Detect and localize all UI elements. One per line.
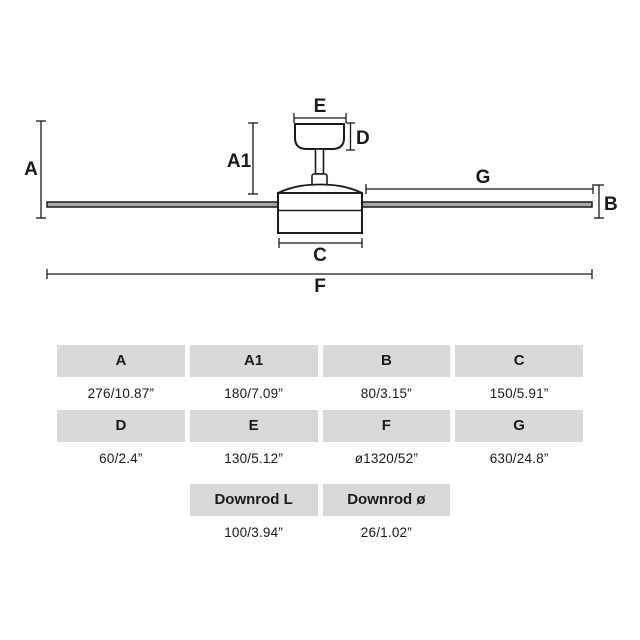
empty-cell	[455, 516, 583, 549]
header-cell-C: C	[455, 345, 583, 377]
dim-label-B: B	[604, 194, 618, 215]
value-cell-downrod-l: 100/3.94”	[189, 516, 318, 549]
dim-label-A1: A1	[227, 151, 252, 172]
header-cell-G: G	[455, 410, 583, 442]
value-cell-A: 276/10.87”	[57, 377, 185, 410]
table-value-row-1: 276/10.87” 180/7.09” 80/3.15” 150/5.91”	[57, 377, 583, 410]
dim-label-D: D	[356, 128, 370, 149]
dim-line-C	[278, 238, 363, 248]
header-cell-downrod-dia: Downrod ø	[322, 484, 451, 516]
downrod-header-row: Downrod L Downrod ø	[57, 484, 583, 516]
value-cell-downrod-dia: 26/1.02”	[322, 516, 451, 549]
empty-cell	[57, 484, 185, 516]
value-cell-A1: 180/7.09”	[189, 377, 318, 410]
header-cell-B: B	[322, 345, 451, 377]
dim-line-A1	[248, 122, 258, 195]
dim-line-D	[346, 122, 355, 151]
value-cell-F: ø1320/52”	[322, 442, 451, 475]
empty-cell	[455, 484, 583, 516]
dim-label-E: E	[314, 96, 327, 117]
dim-label-F: F	[314, 276, 326, 297]
table-header-row-1: A A1 B C	[57, 345, 583, 377]
header-cell-A: A	[57, 345, 185, 377]
value-cell-E: 130/5.12”	[189, 442, 318, 475]
dim-line-A	[36, 120, 46, 219]
downrod-value-row: 100/3.94” 26/1.02”	[57, 516, 583, 549]
empty-cell	[57, 516, 185, 549]
header-cell-downrod-l: Downrod L	[189, 484, 318, 516]
dim-line-F	[46, 269, 593, 279]
dim-line-E	[293, 113, 347, 123]
value-cell-B: 80/3.15”	[322, 377, 451, 410]
fan-blade-right	[361, 201, 593, 208]
fan-diagram-svg: A A1 E D G	[24, 96, 618, 297]
value-cell-C: 150/5.91”	[455, 377, 583, 410]
table-value-row-2: 60/2.4” 130/5.12” ø1320/52” 630/24.8”	[57, 442, 583, 475]
dimension-table: A A1 B C 276/10.87” 180/7.09” 80/3.15” 1…	[57, 345, 583, 549]
dim-line-G	[365, 184, 594, 194]
fan-motor-housing	[277, 192, 363, 234]
dim-line-B	[594, 184, 604, 219]
table-header-row-2: D E F G	[57, 410, 583, 442]
fan-downrod	[314, 148, 325, 175]
dim-label-A: A	[24, 159, 38, 180]
header-cell-F: F	[322, 410, 451, 442]
value-cell-D: 60/2.4”	[57, 442, 185, 475]
fan-dimension-diagram: A A1 E D G	[24, 96, 618, 297]
header-cell-A1: A1	[189, 345, 318, 377]
header-cell-E: E	[189, 410, 318, 442]
dim-label-C: C	[313, 245, 327, 266]
fan-blade-left	[46, 201, 279, 208]
header-cell-D: D	[57, 410, 185, 442]
value-cell-G: 630/24.8”	[455, 442, 583, 475]
fan-canopy	[294, 123, 345, 150]
dim-label-G: G	[476, 167, 491, 188]
